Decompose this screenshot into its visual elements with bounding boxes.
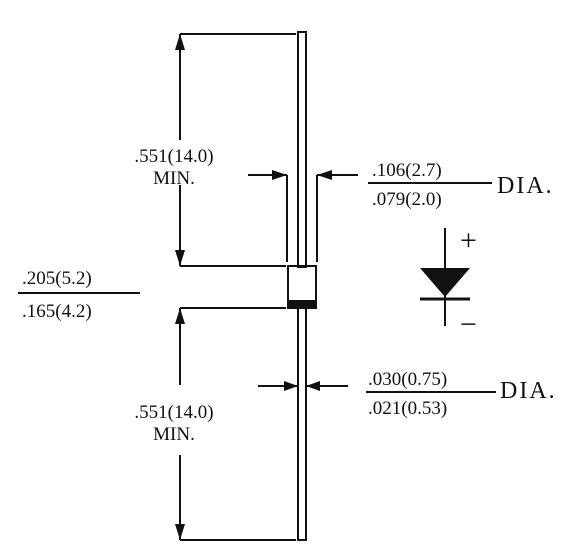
top-dim-arrow-down (175, 250, 185, 266)
lower-lead (297, 306, 307, 541)
lead-dia-arrow-right (306, 381, 320, 391)
diode-body (287, 265, 317, 303)
cathode-band (287, 300, 317, 309)
body-diameter-min: .079(2.0) (372, 189, 442, 210)
body-dia-arrow-left (272, 170, 287, 180)
bottom-lead-length-value: .551(14.0) (134, 402, 213, 423)
upper-lead (297, 31, 307, 268)
body-length-max: .205(5.2) (22, 268, 92, 289)
top-lead-length-qualifier: MIN. (153, 168, 195, 189)
lead-diameter-min: .021(0.53) (368, 398, 447, 419)
lead-dia-arrow-left (284, 381, 298, 391)
body-length-min: .165(4.2) (22, 301, 92, 322)
diode-symbol (420, 228, 470, 326)
lead-diameter-max: .030(0.75) (368, 369, 447, 390)
top-lead-length-value: .551(14.0) (134, 146, 213, 167)
body-dia-arrow-right (317, 170, 332, 180)
bottom-lead-length-qualifier: MIN. (153, 424, 195, 445)
bottom-dim-arrow-down (175, 524, 185, 540)
body-diameter-max: .106(2.7) (372, 160, 442, 181)
cathode-minus-sign: − (460, 308, 477, 341)
bottom-dim-arrow-up (175, 308, 185, 324)
anode-plus-sign: + (460, 224, 477, 257)
top-dim-arrow-up (175, 34, 185, 50)
bottom-lead-dimension (179, 307, 296, 541)
body-diameter-suffix: DIA. (497, 173, 554, 199)
body-diameter-dimension (248, 174, 358, 262)
lead-diameter-suffix: DIA. (500, 378, 557, 404)
